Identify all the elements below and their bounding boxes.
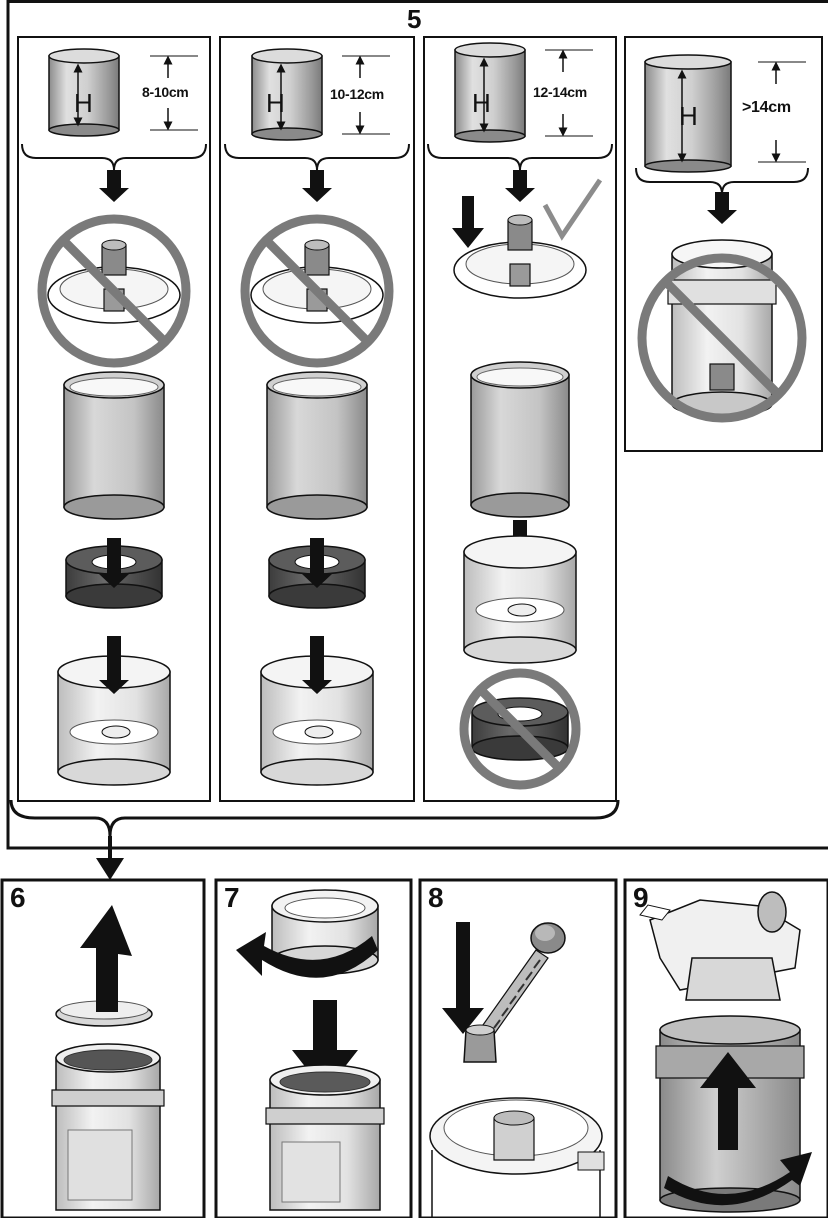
step6-illustration: [52, 905, 164, 1210]
step8-illustration: [430, 922, 604, 1218]
panel4-brace: [636, 168, 808, 194]
panel3-check-mark: [545, 180, 600, 236]
panel3-cup-base: [464, 637, 576, 663]
step8-lid-base: [430, 1098, 604, 1218]
step6-cup: [52, 1044, 164, 1210]
panel3-can-base: [455, 130, 525, 142]
panel2-paintcan-bottom: [267, 495, 367, 519]
panel4-can-letter: H: [679, 103, 698, 129]
panel3-cup-outlet: [508, 604, 536, 616]
panel1-paintcan-bottom: [64, 495, 164, 519]
panel1-can-base: [49, 124, 119, 136]
step7-illustration: [236, 890, 384, 1210]
panel1-brace: [22, 144, 206, 170]
panel3-height-range: 12-14cm: [533, 85, 587, 99]
step6-up-arrow: [80, 905, 132, 1012]
combine-brace: [11, 800, 618, 836]
panel2-paintcan-opening: [273, 378, 361, 396]
step5-number: 5: [407, 6, 421, 32]
panel1-cup-outlet: [102, 726, 130, 738]
panel2-can-letter: H: [266, 90, 285, 116]
panel2-valve-cap: [305, 240, 329, 250]
step9-gun-head: [640, 892, 800, 1000]
panel1-can-letter: H: [74, 90, 93, 116]
panel1-paintcan-body: [64, 385, 164, 507]
panel3-paintcan-body: [471, 375, 569, 505]
step6-number: 6: [10, 884, 26, 912]
panel1-can-rim: [49, 49, 119, 63]
panel2-can-body: [252, 56, 322, 134]
panel3-to-lid-down-arrow: [505, 170, 535, 202]
panel4-valve: [710, 364, 734, 390]
panel1-to-lid-down-arrow: [99, 170, 129, 202]
panel4-height-range: >14cm: [742, 100, 791, 116]
panel1-height-range: 8-10cm: [142, 85, 188, 99]
down-arrow-to-step6-head: [96, 858, 124, 880]
step8-number: 8: [428, 884, 444, 912]
panel1-paintcan-opening: [70, 378, 158, 396]
panel2-cup-outlet: [305, 726, 333, 738]
panel3-valve-bottom: [510, 264, 530, 286]
step9-illustration: [640, 892, 812, 1212]
panel4-can-rim: [645, 55, 731, 69]
panel3-can-letter: H: [472, 90, 491, 116]
panel2-height-range: 10-12cm: [330, 87, 384, 101]
step8-suction-tube: [464, 923, 565, 1062]
panel3-illustration: [428, 43, 612, 785]
panel3-paintcan-opening: [477, 368, 563, 386]
panel3-valve-down-arrow: [452, 196, 484, 248]
panel2-can-base: [252, 128, 322, 140]
step7-number: 7: [224, 884, 240, 912]
panel3-cup-rim: [464, 536, 576, 568]
panel2-can-rim: [252, 49, 322, 63]
panel4-to-cup-down-arrow: [707, 192, 737, 224]
panel2-cup-base: [261, 759, 373, 785]
panel1-valve-cap: [102, 240, 126, 250]
panel2-to-lid-down-arrow: [302, 170, 332, 202]
panel3-brace: [428, 144, 612, 170]
panel3-valve-cap: [508, 215, 532, 225]
step9-number: 9: [633, 884, 649, 912]
panel1-illustration: [22, 49, 206, 785]
step7-cup: [266, 1065, 384, 1210]
panel2-brace: [225, 144, 409, 170]
panel2-paintcan-body: [267, 385, 367, 507]
panel3-paintcan-bottom: [471, 493, 569, 517]
step8-down-arrow: [442, 922, 484, 1034]
panel2-illustration: [225, 49, 409, 785]
panel3-can-rim: [455, 43, 525, 57]
panel4-can-base: [645, 160, 731, 172]
panel1-cup-base: [58, 759, 170, 785]
